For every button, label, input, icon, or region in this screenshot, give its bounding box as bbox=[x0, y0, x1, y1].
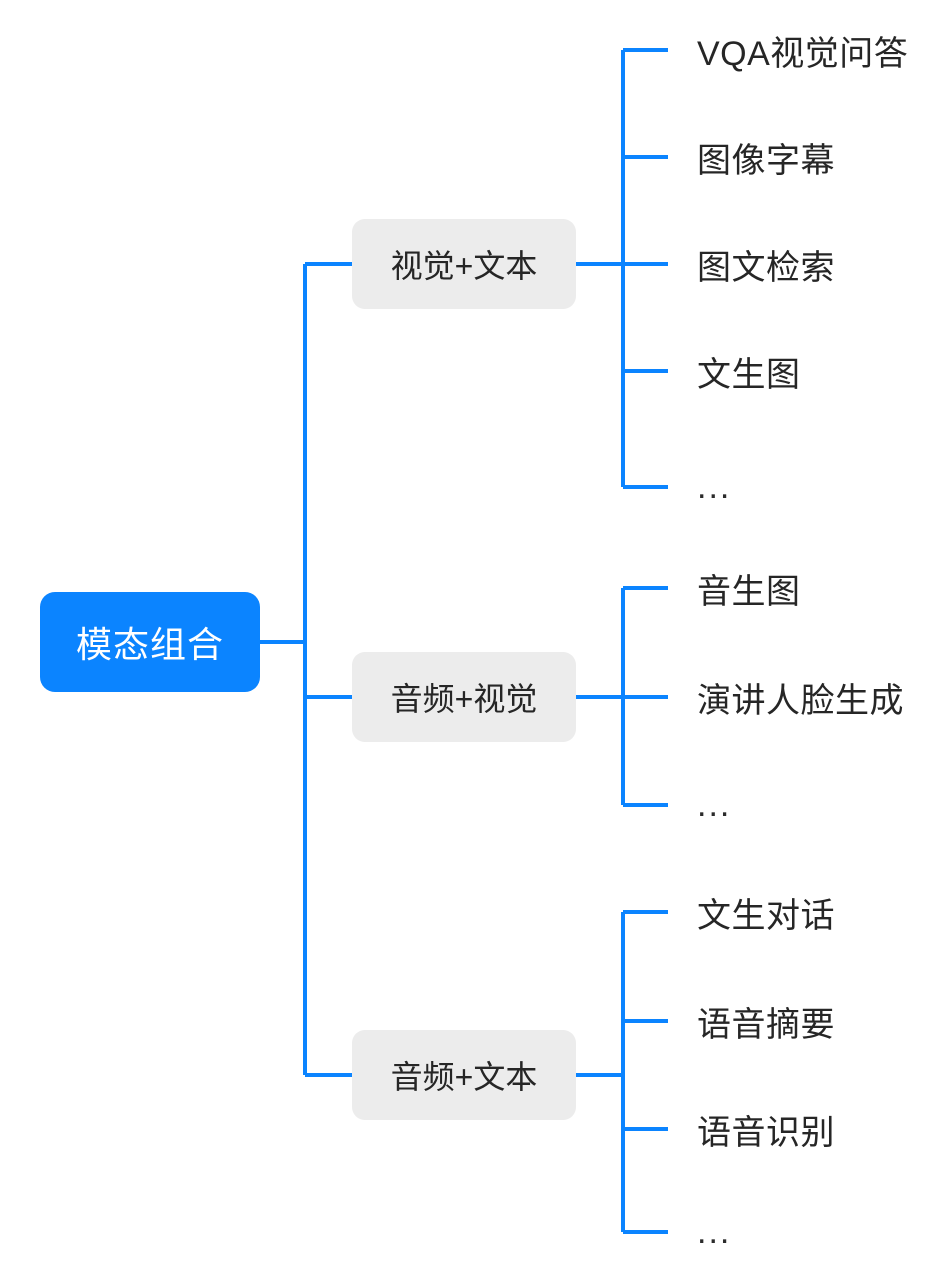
leaf-node[interactable]: VQA视觉问答 bbox=[697, 27, 908, 73]
leaf-node[interactable]: 演讲人脸生成 bbox=[697, 674, 904, 720]
leaf-node[interactable]: 语音摘要 bbox=[697, 998, 835, 1044]
leaf-node-label: 语音摘要 bbox=[697, 1005, 835, 1044]
leaf-node[interactable]: 文生图 bbox=[697, 348, 801, 394]
branch-node-label: 音频+文本 bbox=[390, 1059, 538, 1095]
leaf-node-label: 文生图 bbox=[697, 355, 801, 394]
leaf-node[interactable]: 文生对话 bbox=[697, 889, 835, 935]
branch-node-vision-text[interactable]: 视觉+文本 bbox=[352, 219, 576, 309]
branch-node-audio-text[interactable]: 音频+文本 bbox=[352, 1030, 576, 1120]
leaf-node[interactable]: 图像字幕 bbox=[697, 134, 835, 180]
branch-node-audio-vision[interactable]: 音频+视觉 bbox=[352, 652, 576, 742]
root-node-label: 模态组合 bbox=[75, 624, 224, 665]
leaf-node[interactable]: ... bbox=[697, 782, 731, 828]
leaf-node[interactable]: 语音识别 bbox=[697, 1106, 835, 1152]
leaf-node[interactable]: ... bbox=[697, 464, 731, 510]
leaf-node-label: 图文检索 bbox=[697, 248, 835, 287]
leaf-node-label: 图像字幕 bbox=[697, 141, 835, 180]
leaf-node-label: ... bbox=[697, 1212, 732, 1251]
root-node-modal-combination[interactable]: 模态组合 bbox=[40, 592, 260, 692]
leaf-node-label: 音生图 bbox=[697, 572, 801, 611]
leaf-node[interactable]: 图文检索 bbox=[697, 241, 835, 287]
branch-node-label: 音频+视觉 bbox=[390, 681, 538, 717]
leaf-node-label: VQA视觉问答 bbox=[697, 34, 909, 73]
leaf-node-label: 演讲人脸生成 bbox=[697, 681, 904, 720]
leaf-node-label: 文生对话 bbox=[697, 896, 835, 935]
leaf-node-label: ... bbox=[697, 467, 732, 506]
leaf-node[interactable]: ... bbox=[697, 1209, 731, 1255]
leaf-node-label: ... bbox=[697, 785, 732, 824]
leaf-node[interactable]: 音生图 bbox=[697, 565, 801, 611]
leaf-node-label: 语音识别 bbox=[697, 1113, 835, 1152]
branch-node-label: 视觉+文本 bbox=[390, 248, 538, 284]
